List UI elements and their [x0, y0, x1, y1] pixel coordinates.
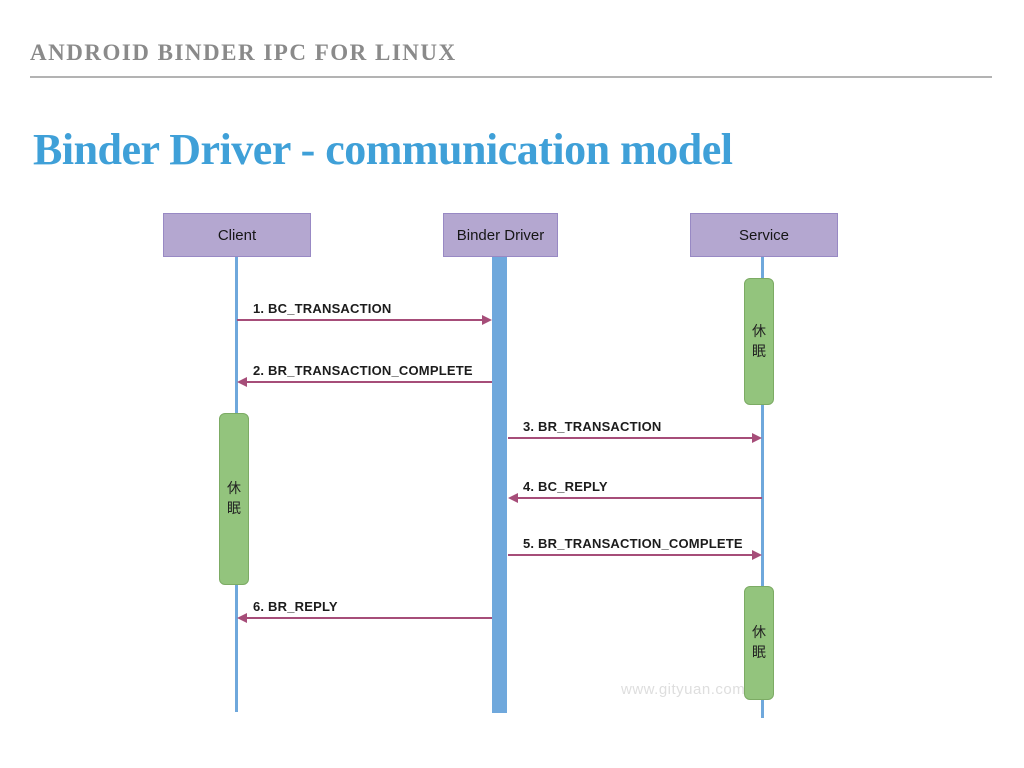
- activation-client-1: 休眠: [219, 413, 249, 585]
- message-1-arrowhead-icon: [482, 315, 492, 325]
- message-4-line: [517, 497, 762, 499]
- actor-box-service: Service: [690, 213, 838, 257]
- message-1-line: [237, 319, 483, 321]
- activation-label: 休眠: [752, 322, 766, 359]
- activation-label: 休眠: [227, 480, 241, 516]
- activation-label: 休眠: [752, 624, 766, 660]
- message-2-label: 2. BR_TRANSACTION_COMPLETE: [253, 363, 473, 378]
- watermark: www.gityuan.com: [621, 681, 746, 698]
- deck-header-title: ANDROID BINDER IPC FOR LINUX: [30, 40, 457, 65]
- activation-service-1: 休眠: [744, 278, 774, 405]
- message-5-line: [508, 554, 753, 556]
- message-6-arrowhead-icon: [237, 613, 247, 623]
- message-3-line: [508, 437, 753, 439]
- message-5-label: 5. BR_TRANSACTION_COMPLETE: [523, 536, 743, 551]
- message-2-line: [246, 381, 492, 383]
- actor-box-client: Client: [163, 213, 311, 257]
- message-6-label: 6. BR_REPLY: [253, 599, 338, 614]
- lifeline-service: [761, 257, 764, 718]
- message-3-label: 3. BR_TRANSACTION: [523, 419, 662, 434]
- message-4-arrowhead-icon: [508, 493, 518, 503]
- page-title: Binder Driver - communication model: [33, 125, 733, 174]
- header-divider: [30, 76, 992, 78]
- actor-box-binder-driver: Binder Driver: [443, 213, 558, 257]
- message-3-arrowhead-icon: [752, 433, 762, 443]
- message-4-label: 4. BC_REPLY: [523, 479, 608, 494]
- lifeline-binder-driver: [492, 256, 507, 713]
- message-1-label: 1. BC_TRANSACTION: [253, 301, 392, 316]
- message-5-arrowhead-icon: [752, 550, 762, 560]
- activation-service-2: 休眠: [744, 586, 774, 700]
- message-6-line: [246, 617, 492, 619]
- message-2-arrowhead-icon: [237, 377, 247, 387]
